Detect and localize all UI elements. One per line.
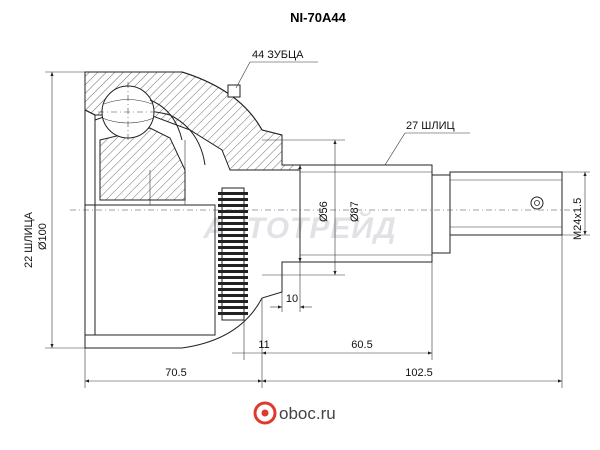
abs-tooth bbox=[218, 222, 248, 225]
ball bbox=[98, 82, 158, 142]
abs-tooth bbox=[218, 264, 248, 267]
abs-tooth bbox=[218, 252, 248, 255]
label-teeth: 44 ЗУБЦА bbox=[252, 49, 304, 61]
abs-tooth bbox=[218, 300, 248, 303]
abs-tooth bbox=[218, 258, 248, 261]
abs-tooth bbox=[218, 246, 248, 249]
abs-tooth bbox=[218, 234, 248, 237]
label-splines-in: 22 ШЛИЦА bbox=[23, 211, 35, 268]
label-dim-70-5: 70.5 bbox=[165, 367, 186, 379]
inner-race bbox=[99, 127, 186, 201]
leader-splines-out bbox=[384, 132, 470, 166]
abs-tooth bbox=[218, 204, 248, 207]
abs-tooth bbox=[218, 270, 248, 273]
label-dim-11: 11 bbox=[258, 339, 269, 351]
label-dia-outer: Ø100 bbox=[37, 223, 49, 250]
abs-tooth bbox=[218, 240, 248, 243]
abs-tooth bbox=[218, 198, 248, 201]
abs-tooth bbox=[218, 228, 248, 231]
abs-ring bbox=[218, 187, 248, 321]
abs-tooth bbox=[218, 210, 248, 213]
label-dim-102-5: 102.5 bbox=[405, 367, 433, 379]
dim-thread bbox=[562, 171, 590, 236]
dim-70-5-102-5 bbox=[84, 235, 563, 388]
brand-name: oboc.ru bbox=[279, 404, 336, 423]
dim-11-60-5 bbox=[232, 262, 433, 360]
label-thread: M24x1.5 bbox=[572, 198, 584, 240]
abs-tooth bbox=[218, 192, 248, 195]
abs-tooth bbox=[218, 276, 248, 279]
label-dim-60-5: 60.5 bbox=[351, 339, 372, 351]
brand-dot-icon bbox=[261, 409, 269, 417]
label-splines-out: 27 ШЛИЦ bbox=[406, 120, 455, 132]
dim-shaft-diameters bbox=[298, 140, 337, 275]
tooth-detail bbox=[227, 84, 241, 98]
leader-teeth bbox=[235, 61, 318, 89]
abs-tooth bbox=[218, 216, 248, 219]
brand-logo: oboc.ru bbox=[253, 401, 336, 425]
abs-tooth bbox=[218, 288, 248, 291]
abs-tooth bbox=[218, 306, 248, 309]
shaft bbox=[299, 164, 563, 263]
dim-10 bbox=[270, 262, 312, 312]
part-number-title: NI-70A44 bbox=[290, 10, 346, 25]
brand-circle-icon bbox=[253, 401, 277, 425]
label-dia-shaft: Ø56 bbox=[318, 201, 330, 222]
abs-tooth bbox=[218, 282, 248, 285]
dim-outer-diameter bbox=[45, 71, 85, 349]
abs-tooth bbox=[218, 294, 248, 297]
label-dia-ring: Ø87 bbox=[349, 201, 361, 222]
abs-tooth bbox=[218, 312, 248, 315]
cage-line bbox=[149, 99, 183, 141]
label-dim-10: 10 bbox=[286, 293, 298, 305]
